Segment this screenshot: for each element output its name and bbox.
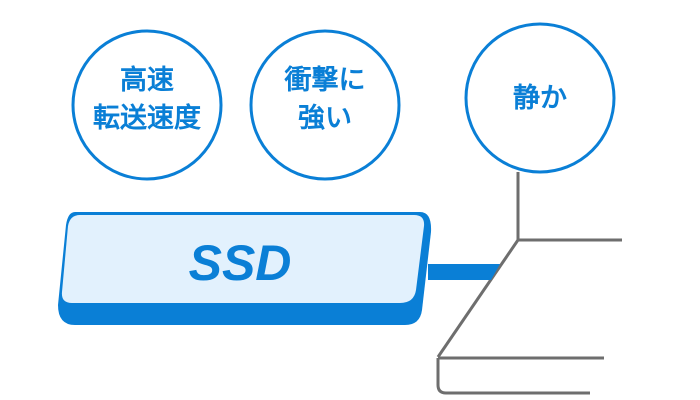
feature-quiet: 静か <box>464 22 616 174</box>
feature-line: 転送速度 <box>93 102 201 134</box>
feature-fast-transfer: 高速 転送速度 <box>71 29 223 181</box>
feature-line: 高速 <box>120 64 174 96</box>
feature-line: 強い <box>298 103 352 134</box>
laptop-outline <box>436 172 622 395</box>
feature-shock-resistant: 衝撃に 強い <box>249 29 401 181</box>
feature-line: 静か <box>513 83 567 114</box>
ssd-drive: SSD <box>58 212 432 325</box>
ssd-label: SSD <box>189 235 292 291</box>
ssd-connector <box>428 264 500 280</box>
feature-line: 衝撃に <box>284 65 366 96</box>
